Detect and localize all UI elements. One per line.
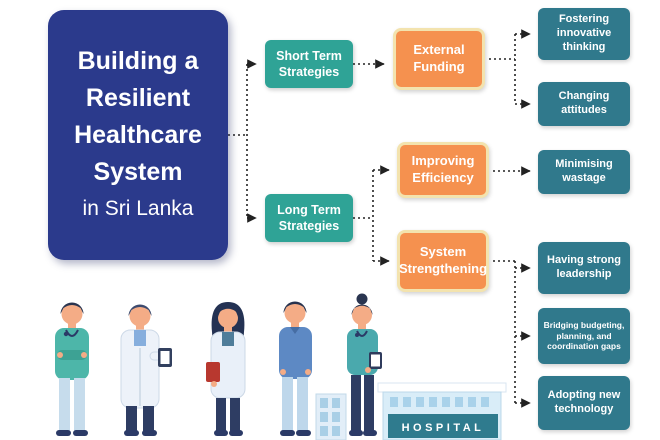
person-doctor-teal-scrubs: [55, 302, 89, 436]
title-line-2: Resilient: [85, 84, 191, 112]
short-term-strategies-box: Short Term Strategies: [265, 40, 353, 88]
outcome-label: Bridging budgeting, planning, and coordi…: [543, 320, 625, 352]
short-term-strategies-label: Short Term Strategies: [276, 48, 342, 79]
system-strengthening-label: System Strengthening: [398, 244, 488, 276]
system-strengthening-box: System Strengthening: [397, 230, 489, 292]
outcome-label: Changing attitudes: [558, 90, 610, 116]
title-line-1: Building a: [77, 47, 199, 75]
outcome-changing-attitudes: Changing attitudes: [538, 82, 630, 126]
person-doctor-female-folder: [206, 302, 246, 436]
long-term-strategies-label: Long Term Strategies: [277, 202, 341, 233]
outcome-label: Adopting new technology: [547, 389, 621, 415]
person-doctor-white-coat: [120, 304, 172, 436]
hospital-banner: [388, 414, 498, 438]
outcome-minimising-wastage: Minimising wastage: [538, 150, 630, 194]
outcome-having-strong-leadership: Having strong leadership: [538, 242, 630, 294]
outcome-label: Minimising wastage: [555, 158, 613, 184]
outcome-label: Having strong leadership: [547, 254, 621, 280]
improving-efficiency-label: Improving Efficiency: [411, 153, 475, 185]
long-term-strategies-box: Long Term Strategies: [265, 194, 353, 242]
improving-efficiency-box: Improving Efficiency: [397, 142, 489, 198]
outcome-label: Fostering innovative thinking: [556, 13, 612, 53]
hospital-sign-text: HOSPITAL: [402, 422, 485, 434]
title-line-4: System: [93, 158, 183, 186]
person-nurse-clipboard: [347, 293, 382, 436]
title-line-3: Healthcare: [74, 121, 202, 149]
outcome-adopting-new-technology: Adopting new technology: [538, 376, 630, 430]
external-funding-label: External Funding: [413, 42, 465, 74]
title-box: Building a Resilient Healthcare System i…: [48, 10, 228, 260]
outcome-bridging-gaps: Bridging budgeting, planning, and coordi…: [538, 308, 630, 364]
external-funding-box: External Funding: [393, 28, 485, 90]
outcome-fostering-innovative-thinking: Fostering innovative thinking: [538, 8, 630, 60]
hospital-building: HOSPITAL: [315, 382, 507, 440]
person-doctor-blue-scrubs: [279, 301, 312, 436]
title-subtitle: in Sri Lanka: [82, 197, 194, 220]
